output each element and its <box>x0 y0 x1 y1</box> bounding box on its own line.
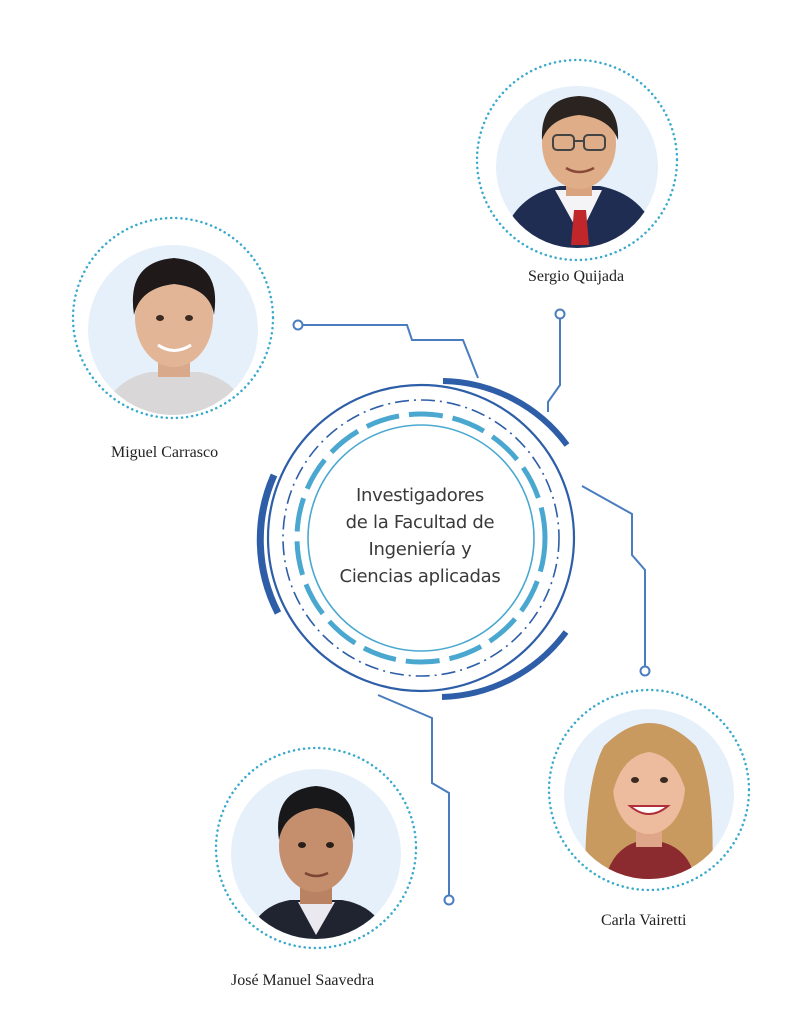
central-rings <box>256 378 576 700</box>
outer-ring <box>266 383 576 693</box>
connector-node-jose <box>443 894 455 906</box>
inner-dashed-ring <box>294 411 548 665</box>
portrait-sergio <box>475 58 679 262</box>
name-sergio: Sergio Quijada <box>528 268 625 285</box>
portrait-carla <box>547 688 751 892</box>
outer-arc-top <box>442 378 570 447</box>
connector-lines <box>292 308 651 906</box>
connector-carla <box>581 485 646 668</box>
outer-arc-bottom <box>441 630 569 700</box>
name-jose: José Manuel Saavedra <box>231 972 375 989</box>
name-carla: Carla Vairetti <box>601 912 687 929</box>
name-miguel: Miguel Carrasco <box>111 444 219 461</box>
connector-node-carla <box>639 665 651 677</box>
center-line-4: Ciencias aplicadas <box>339 566 501 587</box>
center-line-2: de la Facultad de <box>345 512 495 533</box>
inner-thin-ring <box>307 424 535 652</box>
portrait-miguel <box>71 216 275 420</box>
connector-sergio <box>547 318 561 412</box>
center-title: Investigadores de la Facultad de Ingenie… <box>320 482 520 590</box>
portrait-jose <box>214 746 418 950</box>
connector-node-miguel <box>292 319 304 331</box>
connector-miguel <box>300 324 479 379</box>
center-line-1: Investigadores <box>355 485 485 506</box>
connector-node-sergio <box>554 308 566 320</box>
dash-dot-ring <box>282 399 560 677</box>
connector-jose <box>377 694 450 897</box>
outer-arc-left <box>256 473 282 615</box>
center-line-3: Ingeniería y <box>368 539 472 560</box>
